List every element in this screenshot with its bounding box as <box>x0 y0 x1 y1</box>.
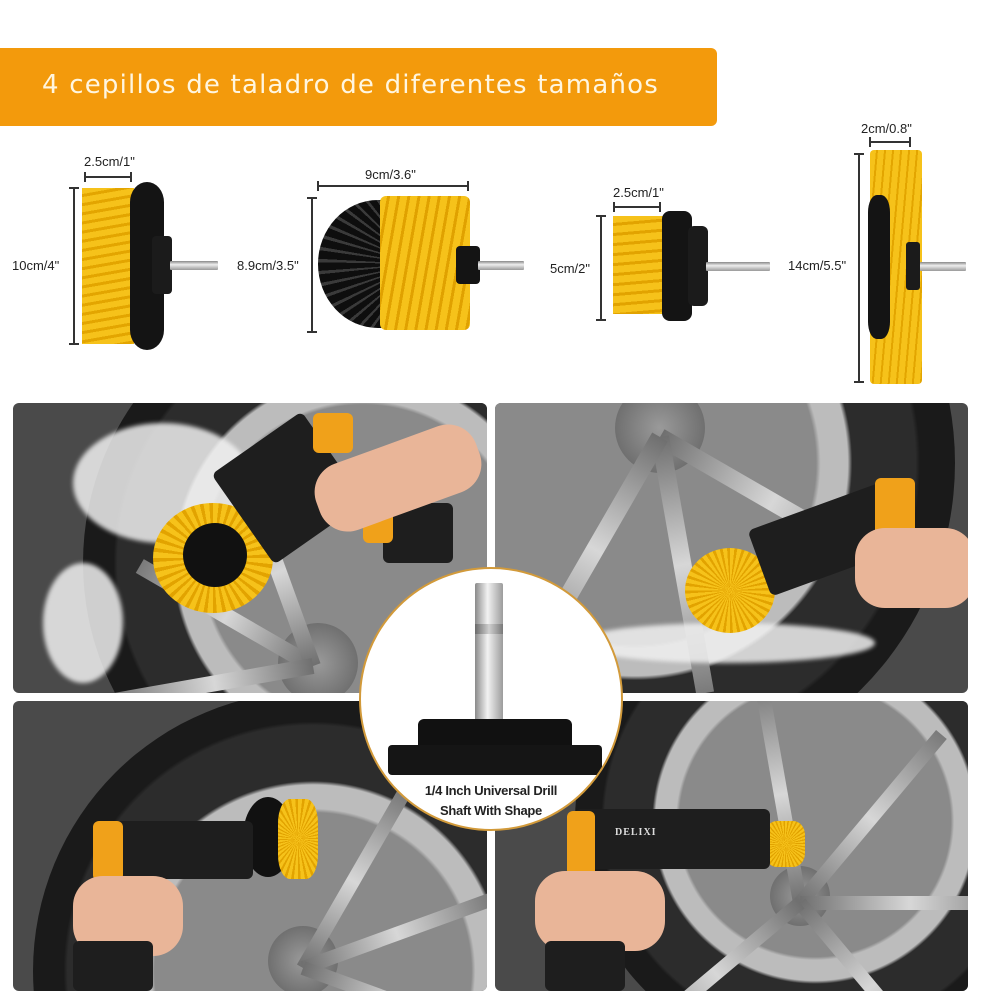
yellow-brush <box>278 799 318 879</box>
brush-4-width-line <box>869 137 911 147</box>
drill-accent <box>313 413 353 453</box>
brush-3-width-line <box>613 202 661 212</box>
drill-shaft-callout: 1/4 Inch Universal Drill Shaft With Shap… <box>359 567 623 831</box>
brush-1-shaft <box>170 261 218 270</box>
brush-3-shaft <box>706 262 770 271</box>
shaft-base-bottom <box>388 745 602 775</box>
brush-4-disc <box>868 195 890 339</box>
yellow-brush <box>765 821 805 867</box>
hex-shaft-icon <box>475 583 503 733</box>
brush-4-height-label: 14cm/5.5" <box>788 258 847 273</box>
drill-brand-label: DELIXI <box>615 827 657 838</box>
brush-1-width-line <box>84 172 132 182</box>
brush-4-width-label: 2cm/0.8" <box>861 121 912 136</box>
brush-2-height-label: 8.9cm/3.5" <box>237 258 299 273</box>
hand <box>535 871 665 951</box>
callout-line-1: 1/4 Inch Universal Drill <box>424 783 558 798</box>
wheel-spoke <box>800 896 968 910</box>
brush-4-shaft <box>920 262 966 271</box>
brush-2-width-label: 9cm/3.6" <box>365 167 416 182</box>
brush-3-disc <box>662 211 692 321</box>
hand <box>855 528 968 608</box>
brush-4-hub <box>906 242 920 290</box>
brush-2-yellow-bristles <box>380 196 470 330</box>
brush-2-width-line <box>317 181 469 191</box>
brush-4-height-line <box>854 153 864 383</box>
brush-2-shaft <box>478 261 524 270</box>
shaft-groove <box>475 624 503 634</box>
brush-3-hub <box>688 226 708 306</box>
shaft-base-top <box>418 719 572 745</box>
drill-battery <box>73 941 153 991</box>
brush-3-height-label: 5cm/2" <box>550 261 591 276</box>
foam <box>43 563 123 683</box>
drill-body: DELIXI <box>575 809 770 869</box>
brush-1-height-line <box>69 187 79 345</box>
callout-line-2: Shaft With Shape <box>440 803 542 818</box>
brush-3-height-line <box>596 215 606 321</box>
brush-1-bristles <box>82 188 134 344</box>
brush-3-bristles <box>613 216 665 314</box>
brush-1-hub <box>152 236 172 294</box>
brush-2-height-line <box>307 197 317 333</box>
drill-body <box>103 821 253 879</box>
brush-1-width-label: 2.5cm/1" <box>84 154 135 169</box>
brush-3-width-label: 2.5cm/1" <box>613 185 664 200</box>
brush-2-hub <box>456 246 480 284</box>
drill-accent <box>93 821 123 881</box>
brush-disc <box>183 523 247 587</box>
drill-battery <box>545 941 625 991</box>
drill-accent <box>567 811 595 881</box>
title-banner: 4 cepillos de taladro de diferentes tama… <box>0 48 717 126</box>
banner-title: 4 cepillos de taladro de diferentes tama… <box>42 70 659 100</box>
brush-1-height-label: 10cm/4" <box>12 258 60 273</box>
